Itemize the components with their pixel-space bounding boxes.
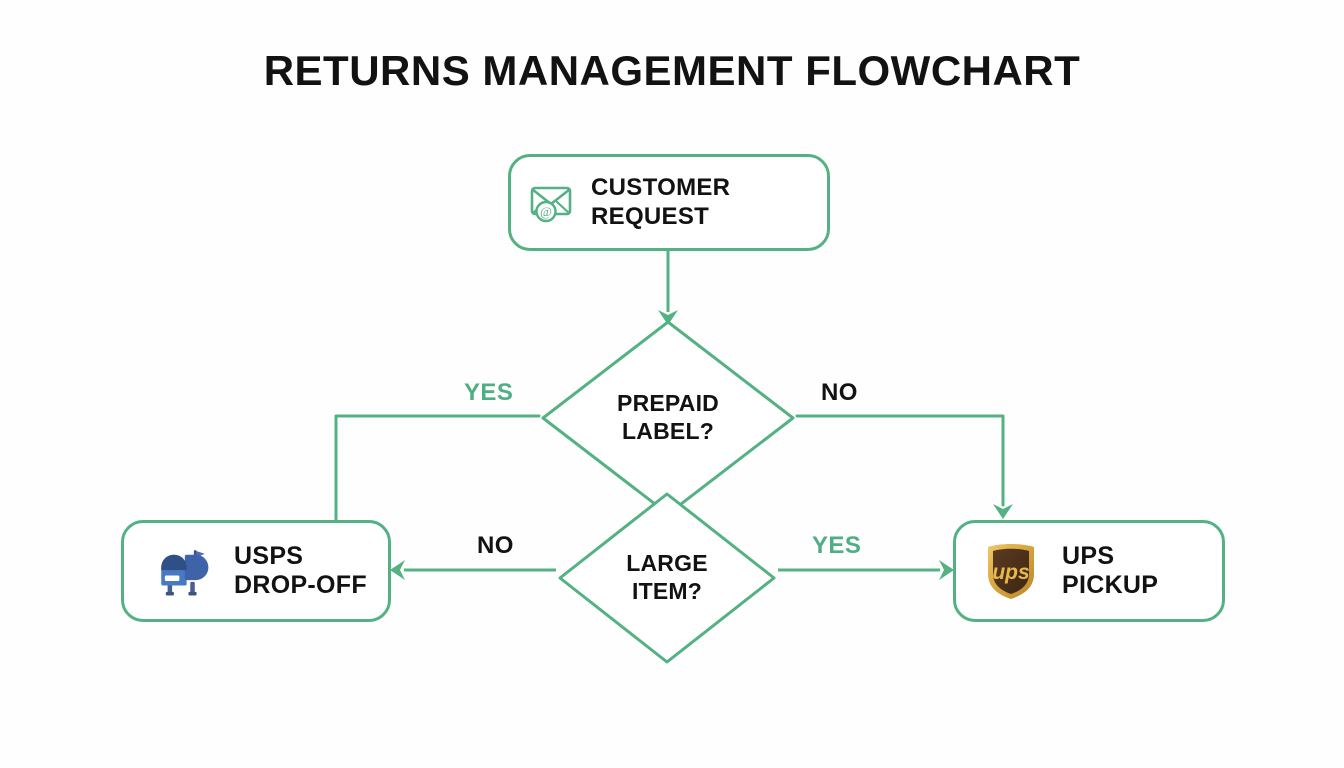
svg-text:ups: ups: [992, 561, 1029, 584]
edge-prepaid-no: [795, 414, 1013, 519]
page-title: RETURNS MANAGEMENT FLOWCHART: [263, 47, 1081, 94]
edge-large-yes: [778, 560, 954, 580]
edge-large-no: [390, 560, 556, 580]
edge-prepaid-yes: [334, 414, 541, 526]
node-customer-request-label: CUSTOMER REQUEST: [591, 174, 731, 230]
node-usps-dropoff[interactable]: USPS DROP-OFF: [121, 520, 391, 622]
diamond-shape: [556, 490, 778, 666]
node-usps-dropoff-label: USPS DROP-OFF: [234, 541, 367, 600]
edge-request-to-prepaid: [658, 251, 678, 325]
edge-label-large-no: NO: [477, 532, 514, 559]
mailbox-icon: [154, 542, 212, 600]
diamond-shape: [539, 318, 797, 518]
node-customer-request[interactable]: @ CUSTOMER REQUEST: [508, 154, 830, 251]
edge-label-prepaid-no: NO: [821, 379, 858, 406]
node-prepaid-label[interactable]: PREPAID LABEL?: [539, 318, 797, 518]
node-ups-pickup-label: UPS PICKUP: [1062, 541, 1159, 600]
svg-text:@: @: [540, 204, 552, 219]
ups-shield-icon: ups: [984, 541, 1038, 601]
edge-label-large-yes: YES: [812, 532, 862, 559]
edge-label-prepaid-yes: YES: [464, 379, 514, 406]
envelope-at-icon: @: [529, 183, 575, 223]
node-ups-pickup[interactable]: ups UPS PICKUP: [953, 520, 1225, 622]
node-large-item[interactable]: LARGE ITEM?: [556, 490, 778, 666]
